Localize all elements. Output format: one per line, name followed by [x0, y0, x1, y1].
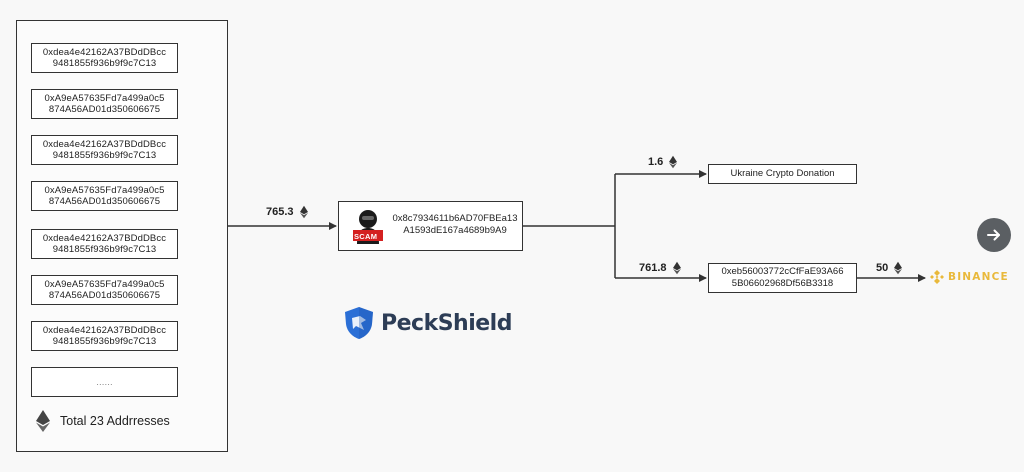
scam-badge: SCAM — [354, 232, 378, 241]
donation-node: Ukraine Crypto Donation — [708, 164, 857, 184]
hacker-icon — [353, 210, 383, 244]
address-line: 0xA9eA57635Fd7a499a0c5 — [44, 93, 165, 104]
total-label: Total 23 Addrresses — [60, 414, 170, 428]
peckshield-wordmark: PeckShield — [381, 310, 512, 336]
ellipsis: ...... — [96, 377, 113, 388]
scammer-address-line: 0x8c7934611b6AD70FBEa13 — [392, 213, 518, 224]
source-address-box: 0xdea4e42162A37BDdDBcc 9481855f936b9f9c7… — [31, 321, 178, 351]
address-line: 0xdea4e42162A37BDdDBcc — [42, 325, 167, 336]
source-address-box: 0xA9eA57635Fd7a499a0c5 874A56AD01d350606… — [31, 275, 178, 305]
source-address-box: 0xdea4e42162A37BDdDBcc 9481855f936b9f9c7… — [31, 229, 178, 259]
amount-value: 765.3 — [266, 206, 294, 218]
address-line: 0xA9eA57635Fd7a499a0c5 — [44, 279, 165, 290]
address-line: 874A56AD01d350606675 — [48, 196, 161, 207]
address-line: 0xdea4e42162A37BDdDBcc — [42, 139, 167, 150]
address-line: 9481855f936b9f9c7C13 — [52, 336, 157, 347]
address-line: 0xA9eA57635Fd7a499a0c5 — [44, 185, 165, 196]
address-line: 0xdea4e42162A37BDdDBcc — [42, 47, 167, 58]
total-addresses: Total 23 Addrresses — [36, 410, 170, 432]
source-address-box: 0xA9eA57635Fd7a499a0c5 874A56AD01d350606… — [31, 89, 178, 119]
ethereum-icon — [894, 261, 903, 275]
address-line: 874A56AD01d350606675 — [48, 290, 161, 301]
address-line: 9481855f936b9f9c7C13 — [52, 150, 157, 161]
source-address-box: 0xdea4e42162A37BDdDBcc 9481855f936b9f9c7… — [31, 135, 178, 165]
peckshield-logo: PeckShield — [343, 306, 512, 340]
scammer-address-line: A1593dE167a4689b9A9 — [403, 225, 507, 236]
donation-label: Ukraine Crypto Donation — [730, 168, 835, 179]
ethereum-icon — [669, 155, 678, 169]
more-addresses-box: ...... — [31, 367, 178, 397]
amount-value: 1.6 — [648, 156, 664, 168]
flow-amount-to-binance: 50 — [876, 261, 903, 275]
flow-amount-to-second-wallet: 761.8 — [639, 261, 681, 275]
ethereum-icon — [672, 261, 681, 275]
binance-wordmark: BINANCE — [948, 271, 1009, 283]
address-line: 874A56AD01d350606675 — [48, 104, 161, 115]
source-address-box: 0xA9eA57635Fd7a499a0c5 874A56AD01d350606… — [31, 181, 178, 211]
binance-diamond-icon — [930, 270, 944, 284]
binance-logo: BINANCE — [930, 270, 1009, 284]
ethereum-icon — [299, 205, 308, 219]
ethereum-icon — [36, 410, 50, 432]
flow-amount-to-donation: 1.6 — [648, 155, 678, 169]
flow-amount-to-scammer: 765.3 — [266, 205, 308, 219]
source-address-box: 0xdea4e42162A37BDdDBcc 9481855f936b9f9c7… — [31, 43, 178, 73]
address-line: 0xdea4e42162A37BDdDBcc — [42, 233, 167, 244]
wallet-address-line: 0xeb56003772cCfFaE93A66 — [721, 266, 844, 277]
next-slide-button[interactable] — [977, 218, 1011, 252]
wallet-address-line: 5B06602968Df56B3318 — [731, 278, 834, 289]
scammer-node: SCAM 0x8c7934611b6AD70FBEa13 A1593dE167a… — [338, 201, 523, 251]
address-line: 9481855f936b9f9c7C13 — [52, 244, 157, 255]
second-wallet-node: 0xeb56003772cCfFaE93A66 5B06602968Df56B3… — [708, 263, 857, 293]
address-line: 9481855f936b9f9c7C13 — [52, 58, 157, 69]
arrow-right-icon — [987, 229, 1000, 241]
shield-icon — [345, 307, 373, 339]
amount-value: 50 — [876, 262, 889, 274]
amount-value: 761.8 — [639, 262, 667, 274]
